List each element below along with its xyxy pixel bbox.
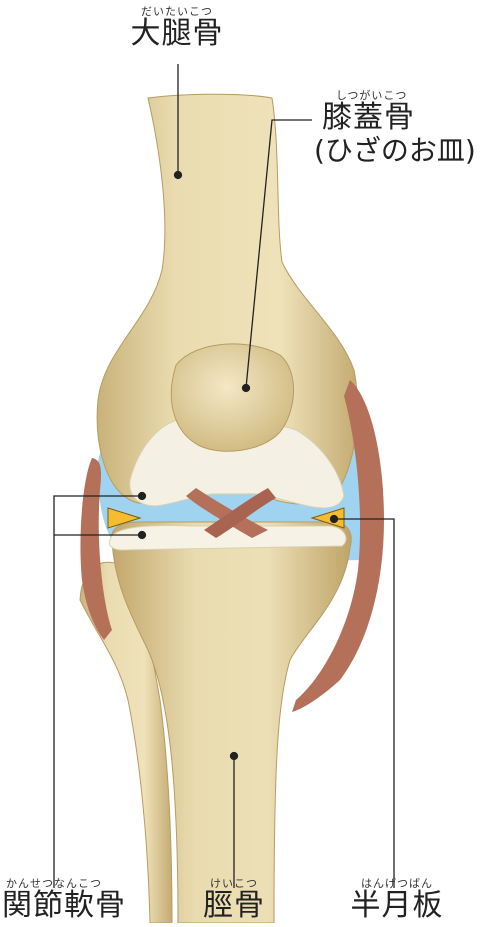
cartilage-label: かんせつなんこつ 関節軟骨 (2, 878, 142, 921)
femur-leader-dot (175, 172, 182, 179)
femur-label: だいたいこつ 大腿骨 (122, 6, 232, 49)
patella-leader-dot (243, 385, 250, 392)
cartilage-text: 関節軟骨 (2, 891, 142, 921)
femur-text: 大腿骨 (122, 19, 232, 49)
tibia-label: けいこつ 脛骨 (194, 878, 274, 921)
patella-text: 膝蓋骨 (314, 103, 500, 133)
meniscus-leader-dot (331, 516, 338, 523)
meniscus-text: 半月板 (342, 891, 452, 921)
patella-subtext: (ひざのお皿) (314, 137, 500, 165)
cartilage-leader-dot-2 (139, 532, 146, 539)
meniscus-label: はんげつばん 半月板 (342, 878, 452, 921)
patella-label: しつがいこつ 膝蓋骨 (ひざのお皿) (314, 90, 500, 165)
tibia-text: 脛骨 (194, 891, 274, 921)
patella-bone (171, 344, 293, 451)
cartilage-leader-dot-1 (139, 493, 146, 500)
tibia-leader-dot (231, 753, 238, 760)
